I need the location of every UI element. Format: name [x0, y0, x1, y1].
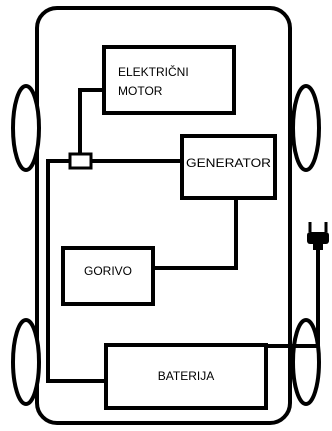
fuel-label: GORIVO [84, 264, 132, 278]
electric-motor-box: ELEKTRIČNI MOTOR [102, 45, 236, 115]
wheel-front-left [11, 84, 41, 172]
fuel-box: GORIVO [61, 246, 155, 306]
electric-motor-label-line2: MOTOR [118, 84, 163, 98]
wiring [46, 88, 320, 383]
charging-plug-icon [307, 222, 329, 250]
wheel-rear-right [291, 318, 321, 406]
wire-junction [68, 152, 93, 170]
wheel-rear-left [11, 318, 41, 406]
battery-label: BATERIJA [158, 369, 214, 383]
wheel-front-right [291, 84, 321, 172]
generator-box: GENERATOR [180, 134, 277, 200]
car-body [35, 6, 292, 425]
generator-label: GENERATOR [186, 156, 271, 170]
battery-box: BATERIJA [104, 343, 268, 410]
electric-motor-label-line1: ELEKTRIČNI [118, 64, 189, 79]
